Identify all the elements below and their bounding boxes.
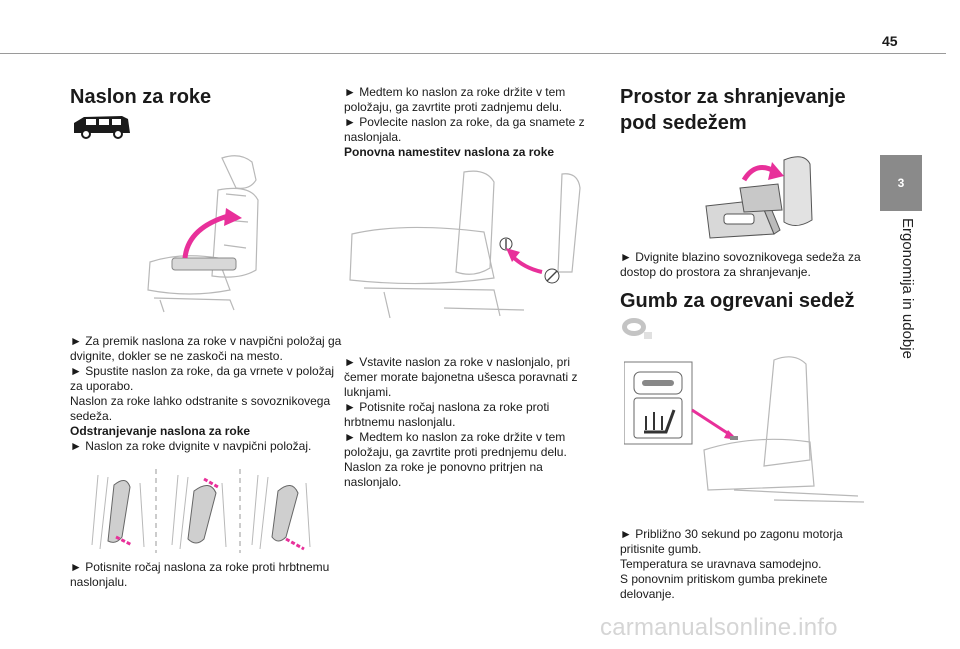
right-p3: Temperatura se uravnava samodejno. [620,557,822,571]
armrest-heading: Naslon za roke [70,86,212,108]
armrest-refit-illustration [349,170,581,319]
left-p5: ► Potisnite ročaj naslona za roke proti … [70,560,330,589]
armrest-removal-steps-illustration [91,469,311,553]
refit-subheading: Ponovna namestitev naslona za roke [344,145,555,159]
middle-p3: ► Vstavite naslon za roke v naslonjalo, … [344,355,578,399]
storage-text: ► Dvignite blazino sovoznikovega sedeža … [620,250,876,280]
removal-subheading: Odstranjevanje naslona za roke [70,424,251,438]
armrest-raise-illustration [147,155,259,313]
heated-seat-heading: Gumb za ogrevani sedež [620,290,855,312]
right-p1: ► Dvignite blazino sovoznikovega sedeža … [620,250,861,279]
right-heading-block: Prostor za shranjevanje pod sedežem [620,84,876,136]
chapter-title: Ergonomija in udobje [899,218,916,359]
middle-p5: ► Medtem ko naslon za roke držite v tem … [344,430,567,459]
left-column: Naslon za roke [70,85,345,109]
heated-seat-button-illustration [624,356,865,503]
van-icon [74,116,130,139]
left-p3: Naslon za roke lahko odstranite s sovozn… [70,394,331,423]
chapter-tab[interactable]: 3 [880,155,922,211]
heated-seat-heading-block: Gumb za ogrevani sedež [620,289,876,313]
middle-text: ► Vstavite naslon za roke v naslonjalo, … [344,355,602,490]
left-text: ► Za premik naslona za roke v navpični p… [70,334,345,454]
left-p4: ► Naslon za roke dvignite v navpični pol… [70,439,312,453]
left-p2: ► Spustite naslon za roke, da ga vrnete … [70,364,335,393]
left-p1: ► Za premik naslona za roke v navpični p… [70,334,342,363]
middle-p2: ► Povlecite naslon za roke, da ga snamet… [344,115,585,144]
middle-p6: Naslon za roke je ponovno pritrjen na na… [344,460,543,489]
header-rule [0,53,946,54]
watermark: carmanualsonline.info [600,614,838,641]
middle-p1: ► Medtem ko naslon za roke držite v tem … [344,85,566,114]
storage-heading: Prostor za shranjevanje pod sedežem [620,86,846,134]
left-text-bottom: ► Potisnite ročaj naslona za roke proti … [70,560,345,590]
right-p4: S ponovnim pritiskom gumba prekinete del… [620,572,828,601]
under-seat-storage-illustration [705,156,813,239]
chapter-number: 3 [897,176,905,190]
right-p2: ► Približno 30 sekund po zagonu motorja … [620,527,843,556]
middle-p4: ► Potisnite ročaj naslona za roke proti … [344,400,550,429]
steering-wheel-icon [622,318,652,339]
heated-seat-text: ► Približno 30 sekund po zagonu motorja … [620,527,876,602]
middle-text-top: ► Medtem ko naslon za roke držite v tem … [344,85,602,160]
page-number: 45 [882,33,898,49]
